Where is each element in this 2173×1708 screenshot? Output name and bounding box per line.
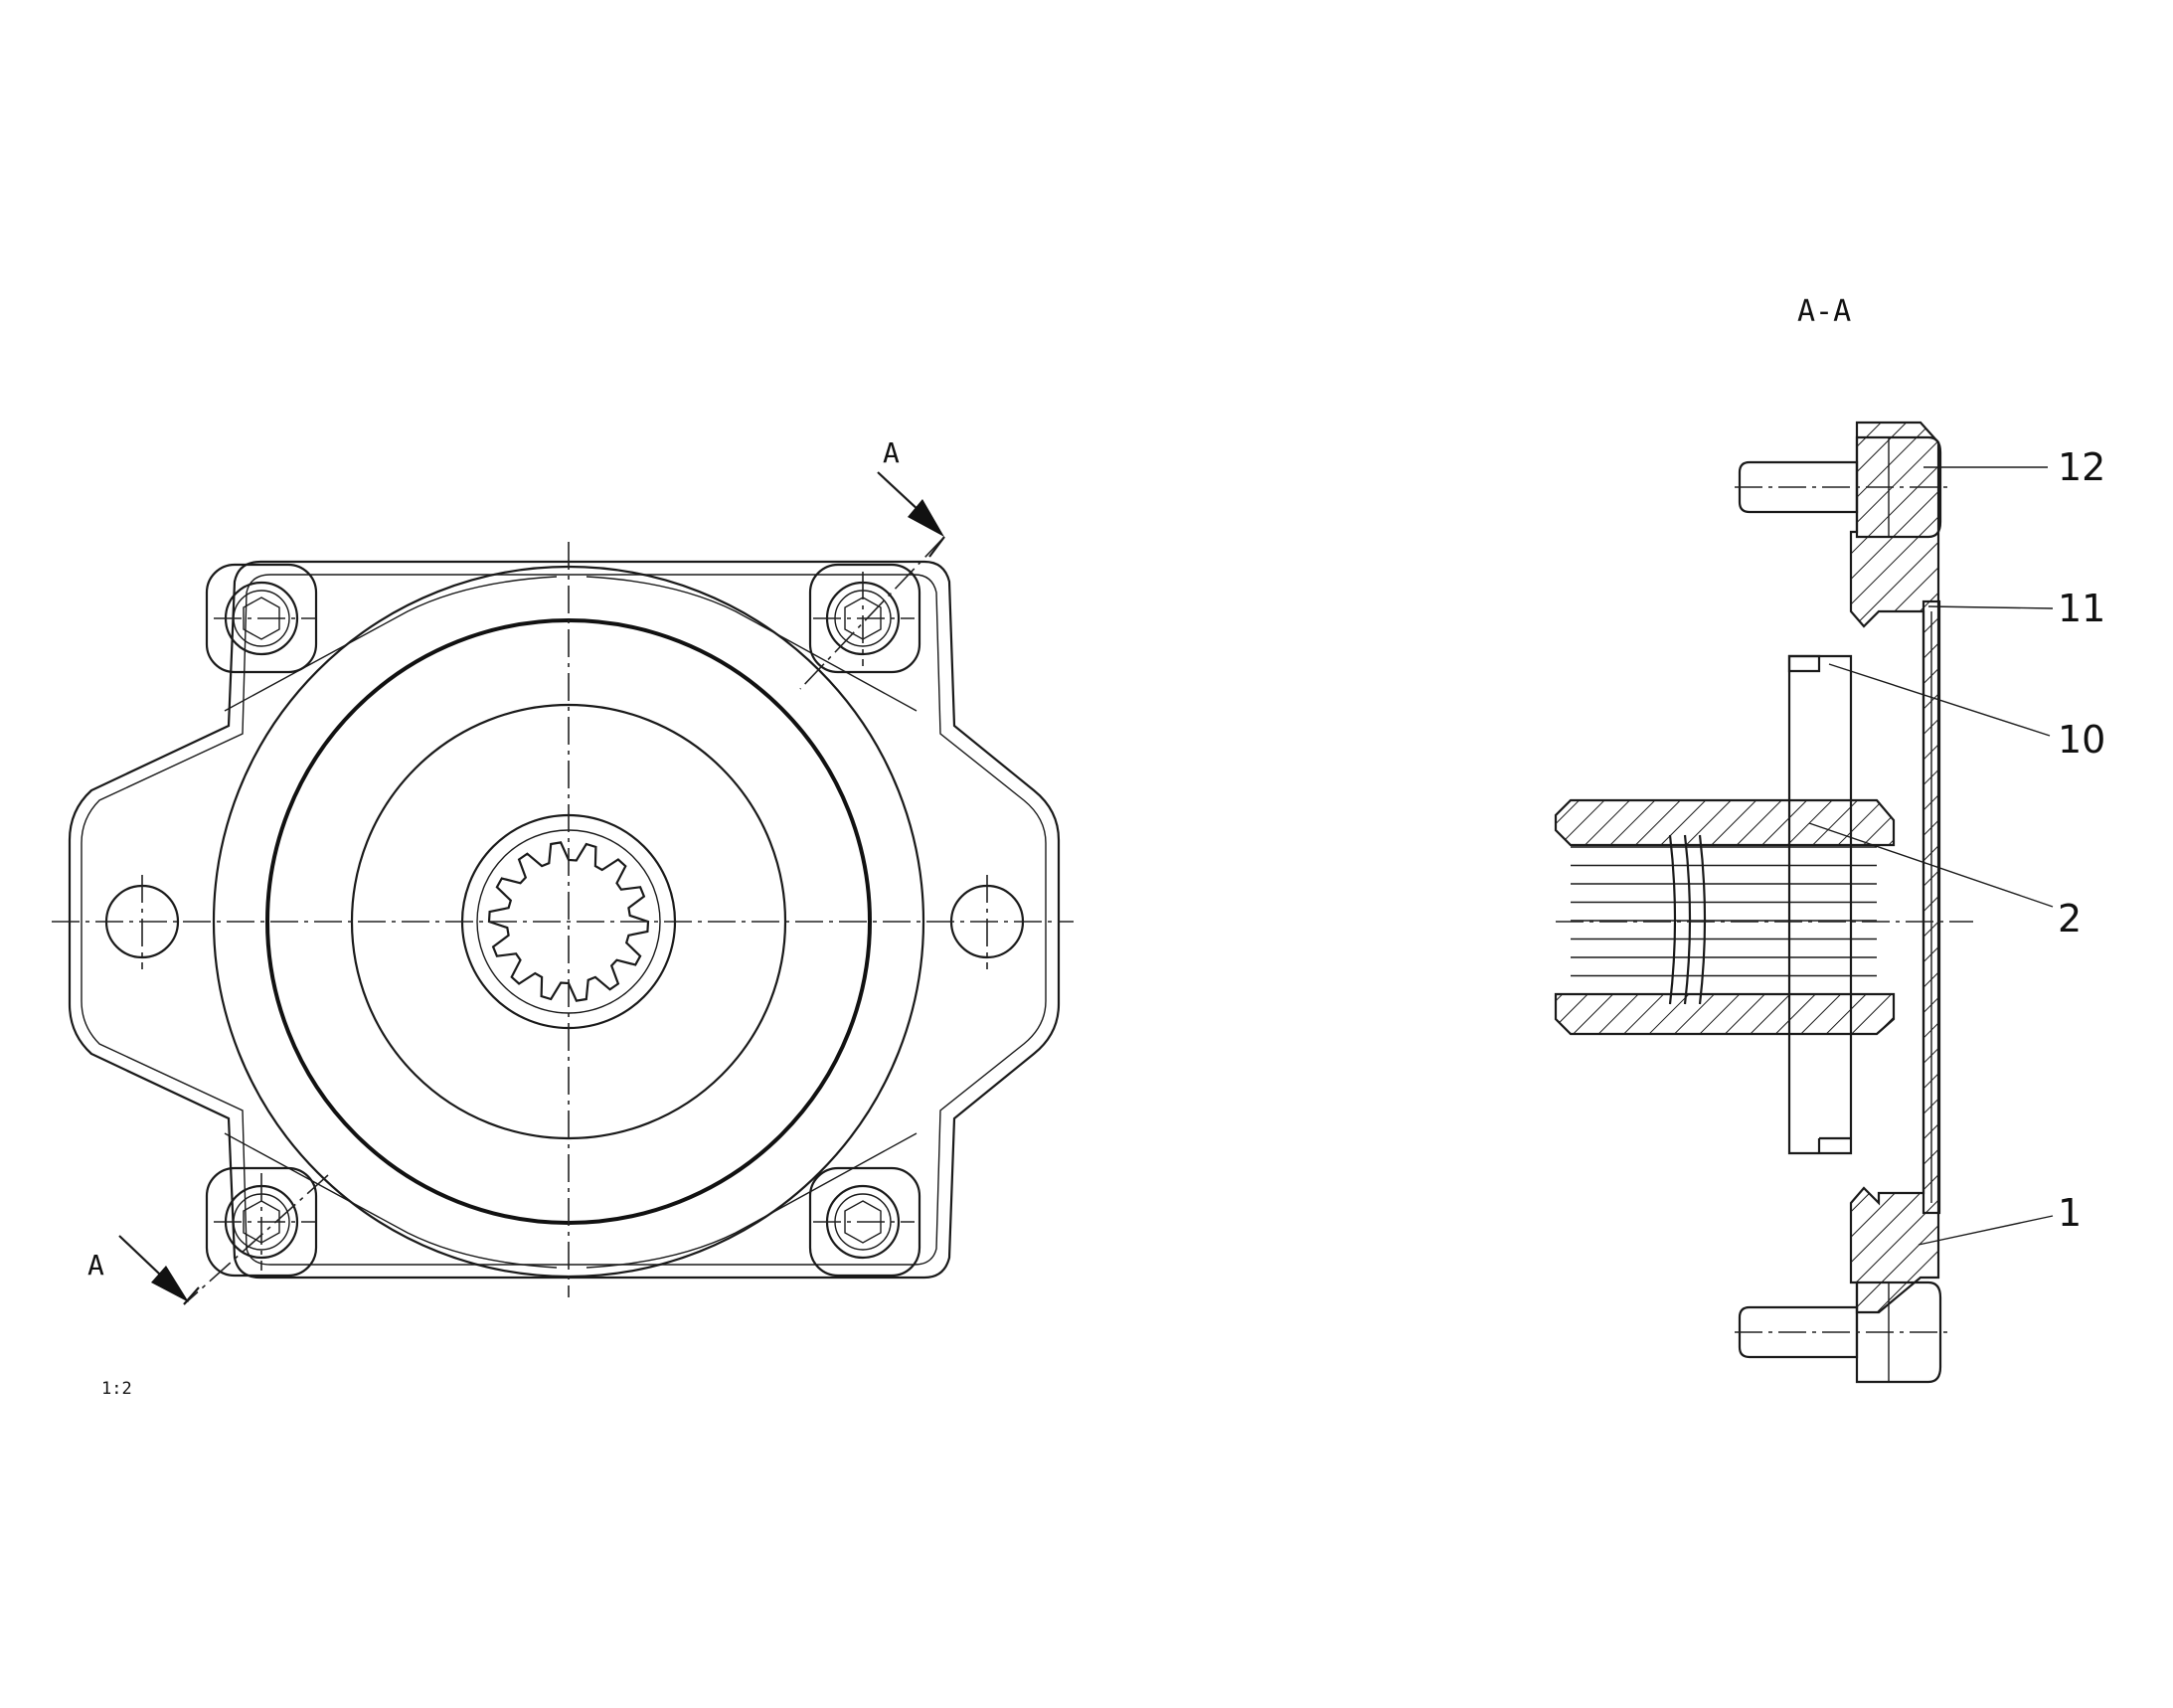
hub-body (1787, 654, 1853, 1155)
callout-12: 12 (2058, 445, 2105, 489)
flange-inner-outline (81, 574, 1047, 1266)
spline-groove (1698, 834, 1707, 1005)
section-view: A-A (1554, 294, 2105, 1384)
flange-section (1849, 421, 1940, 1314)
section-arrow-top (908, 499, 944, 537)
section-marker-top: A (883, 436, 900, 469)
callout-11: 11 (2058, 587, 2105, 630)
front-view: A A 1:2 (52, 436, 1074, 1399)
spline-groove (1683, 834, 1692, 1005)
bottom-screw (1735, 1281, 1950, 1384)
scale-label: 1:2 (101, 1379, 132, 1399)
top-screw (1735, 435, 1950, 539)
shaft-section-top (1554, 798, 1896, 847)
diag-tl (224, 576, 558, 712)
flange-outline (68, 560, 1061, 1280)
callout-2: 2 (2058, 897, 2082, 940)
diag-br (585, 1132, 918, 1269)
callout-10: 10 (2058, 718, 2105, 762)
section-arrow-bottom (151, 1266, 189, 1302)
callout-1: 1 (2058, 1191, 2082, 1235)
shaft-section-bottom (1554, 992, 1896, 1036)
boss-bottom-right (808, 1166, 921, 1278)
shaft-spline (1571, 834, 1877, 1005)
diag-bl (224, 1132, 558, 1269)
diag-tr (585, 576, 918, 712)
face-seal (1922, 599, 1941, 1215)
section-marker-bottom: A (87, 1249, 104, 1281)
spline-groove (1668, 834, 1677, 1005)
section-title: A-A (1797, 294, 1851, 329)
boss-top-right (808, 563, 921, 674)
